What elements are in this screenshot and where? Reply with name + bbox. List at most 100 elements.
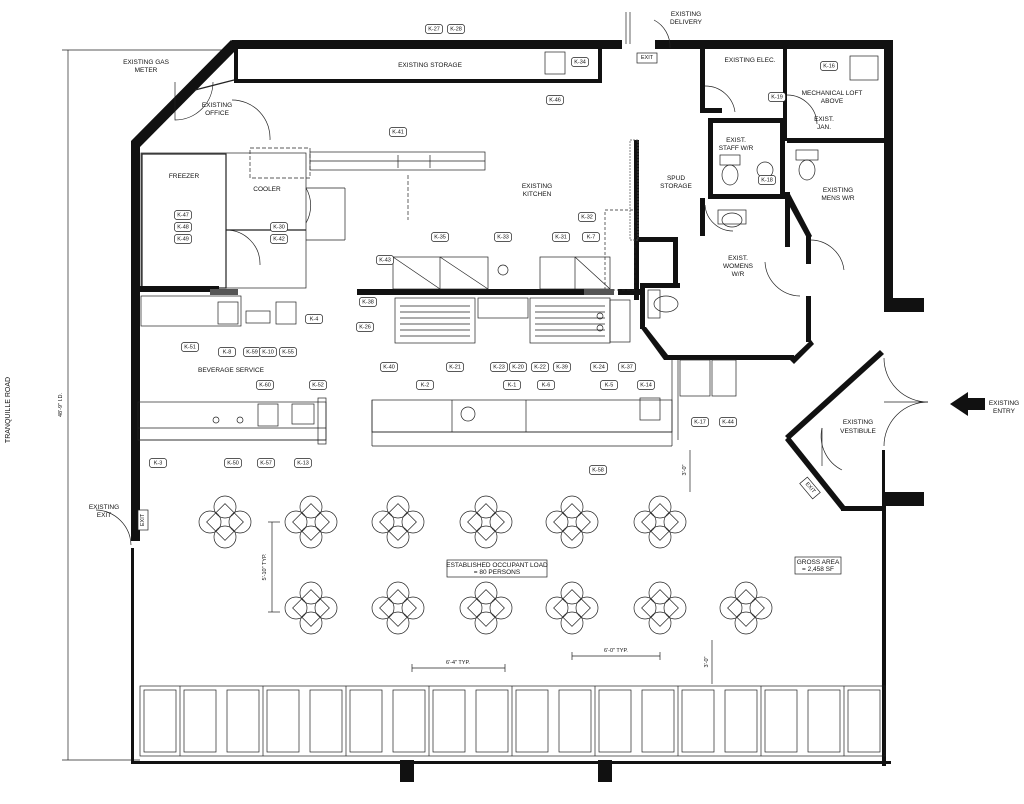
equipment-tag: K-21 (446, 362, 464, 372)
equipment-tag: K-26 (356, 322, 374, 332)
equipment-tag-label: K-38 (362, 299, 374, 305)
equipment-tag: K-46 (546, 95, 564, 105)
booth-seat (432, 689, 466, 753)
equipment-tag: K-13 (294, 458, 312, 468)
svg-text:GROSS AREA= 2,458 SF: GROSS AREA= 2,458 SF (797, 559, 840, 573)
booth-seat (515, 689, 549, 753)
equipment-tag: K-19 (768, 92, 786, 102)
dimension-3-0b: 3'-0" (704, 656, 710, 667)
equipment-tag: K-7 (582, 232, 600, 242)
equipment-tag: K-1 (503, 380, 521, 390)
equipment-tag: K-40 (380, 362, 398, 372)
dining-table (719, 581, 773, 635)
left-dimension: 48'-9" I.D. (58, 49, 230, 761)
booth-seat (764, 689, 798, 753)
label-cooler: COOLER (253, 186, 281, 193)
equipment-tag-label: K-26 (359, 324, 371, 330)
equipment-tag-label: K-55 (282, 349, 294, 355)
equipment-tag: K-4 (305, 314, 323, 324)
equipment-tag: K-48 (174, 222, 192, 232)
equipment-tag-label: K-30 (273, 224, 285, 230)
equipment-tag-label: K-50 (227, 460, 239, 466)
equipment-tag: K-57 (257, 458, 275, 468)
dining-table (284, 581, 338, 635)
equipment-tag-label: K-59 (246, 349, 258, 355)
entry-arrow-icon (950, 392, 985, 416)
exit-sign-top: EXIT (641, 55, 654, 61)
dining-table (284, 495, 338, 549)
equipment-tag-label: K-21 (449, 364, 461, 370)
equipment-tag-label: K-44 (722, 419, 734, 425)
equipment-tag-label: K-31 (555, 234, 567, 240)
equipment-tag: K-44 (719, 417, 737, 427)
equipment-tag: K-60 (256, 380, 274, 390)
dining-table (633, 581, 687, 635)
window-booths (139, 685, 886, 757)
equipment-tag: K-52 (309, 380, 327, 390)
booth-seat (143, 689, 177, 753)
equipment-tag-label: K-24 (593, 364, 605, 370)
equipment-tag-label: K-5 (605, 382, 614, 388)
equipment-tag-label: K-3 (154, 460, 163, 466)
equipment-tag: K-47 (174, 210, 192, 220)
dining-table (198, 495, 252, 549)
equipment-tag-label: K-32 (581, 214, 593, 220)
equipment-tag-label: K-43 (379, 257, 391, 263)
equipment-tag: K-32 (578, 212, 596, 222)
label-storage: EXISTING STORAGE (398, 62, 462, 69)
equipment-tag-label: K-7 (587, 234, 596, 240)
booth-seat (392, 689, 426, 753)
equipment-tag-label: K-4 (310, 316, 319, 322)
equipment-tag-label: K-49 (177, 236, 189, 242)
equipment-tag: K-41 (389, 127, 407, 137)
equipment-tag-label: K-27 (428, 26, 440, 32)
dimension-6-0: 6'-0" TYP. (604, 648, 628, 654)
equipment-tag-label: K-40 (383, 364, 395, 370)
equipment-tag: K-22 (531, 362, 549, 372)
dining-tables (198, 495, 773, 635)
dining-table (545, 581, 599, 635)
label-jan: EXIST.JAN. (814, 116, 834, 131)
dining-table (459, 495, 513, 549)
equipment-tag: K-5 (600, 380, 618, 390)
booth-seat (475, 689, 509, 753)
equipment-tag-label: K-37 (621, 364, 633, 370)
dining-table (633, 495, 687, 549)
equipment-tag: K-55 (279, 347, 297, 357)
booth-seat (724, 689, 758, 753)
equipment-tag: K-59 (243, 347, 261, 357)
equipment-tag-label: K-48 (177, 224, 189, 230)
dimension-6-4: 6'-4" TYP. (446, 660, 470, 666)
equipment-tag: K-38 (359, 297, 377, 307)
equipment-tag: K-18 (758, 175, 776, 185)
equipment-tag-label: K-51 (184, 344, 196, 350)
equipment-tag: K-35 (431, 232, 449, 242)
booth-seat (641, 689, 675, 753)
equipment-tag-label: K-39 (556, 364, 568, 370)
booth-seat (558, 689, 592, 753)
equipment-tag-label: K-19 (771, 94, 783, 100)
equipment-tag-label: K-14 (640, 382, 652, 388)
dimension-lines: 5'-10" TYP. 6'-4" TYP. 6'-0" TYP. 3'-0" … (262, 450, 713, 684)
equipment-tag: K-33 (494, 232, 512, 242)
equipment-tag-label: K-2 (421, 382, 430, 388)
equipment-tag-label: K-6 (542, 382, 551, 388)
svg-text:ESTABLISHED OCCUPANT LOAD= 80: ESTABLISHED OCCUPANT LOAD= 80 PERSONS (446, 562, 548, 576)
dining-table (545, 495, 599, 549)
equipment-tag: K-31 (552, 232, 570, 242)
dimension-5-10: 5'-10" TYP. (262, 553, 268, 580)
equipment-tag-label: K-33 (497, 234, 509, 240)
booth-seat (226, 689, 260, 753)
equipment-tag-label: K-23 (493, 364, 505, 370)
equipment-tag-label: K-42 (273, 236, 285, 242)
equipment-tag: K-20 (509, 362, 527, 372)
label-staff-wr: EXIST.STAFF W/R (719, 137, 754, 152)
